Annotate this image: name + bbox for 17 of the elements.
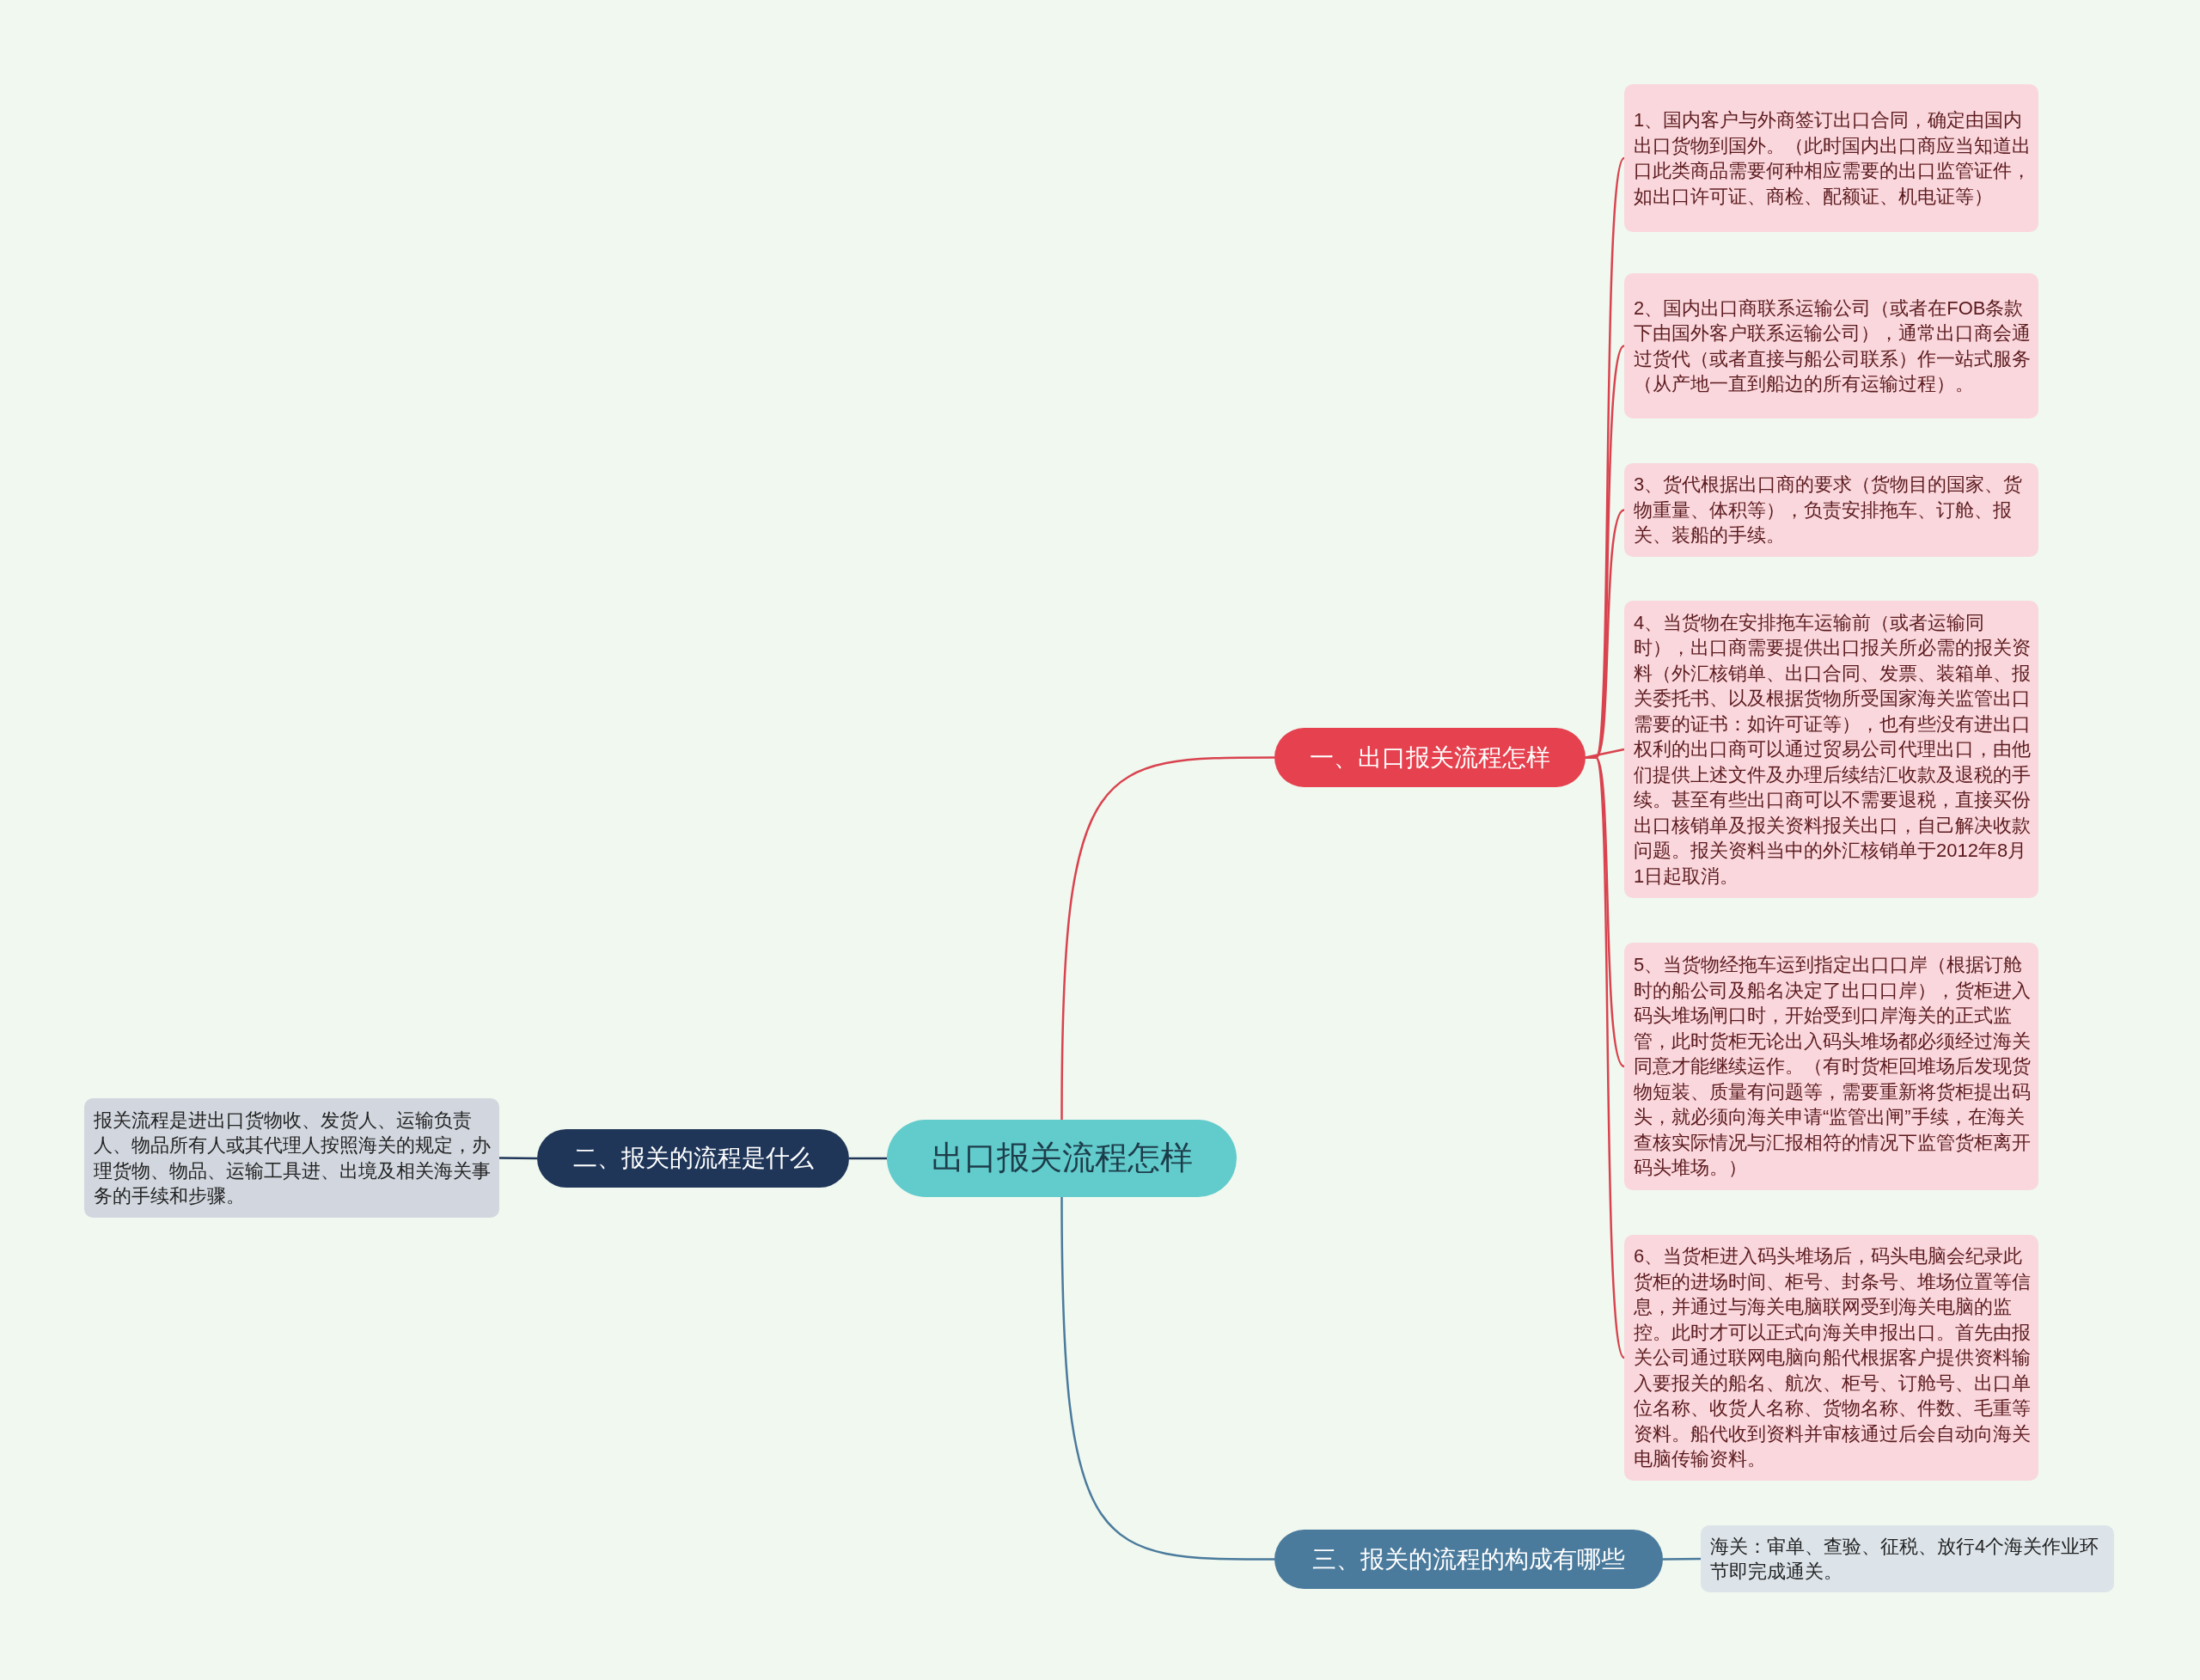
topic-box: 一、出口报关流程怎样 bbox=[1274, 728, 1586, 787]
text-box: 3、货代根据出口商的要求（货物目的国家、货物重量、体积等），负责安排拖车、订舱、报关、装船的手续。 bbox=[1624, 463, 2038, 557]
topic-box: 二、报关的流程是什么 bbox=[537, 1129, 849, 1188]
connector-line bbox=[1060, 1197, 1274, 1561]
connector-line bbox=[1060, 756, 1274, 1120]
text-box: 2、国内出口商联系运输公司（或者在FOB条款下由国外客户联系运输公司），通常出口商会通过货代（或者直接与船公司联系）作一站式服务（从产地一直到船边的所有运输过程）。 bbox=[1624, 273, 2038, 418]
text-box: 1、国内客户与外商签订出口合同，确定由国内出口货物到国外。（此时国内出口商应当知道出口此类商品需要何种相应需要的出口监管证件，如出口许可证、商检、配额证、机电证等） bbox=[1624, 84, 2038, 232]
text-box: 6、当货柜进入码头堆场后，码头电脑会纪录此货柜的进场时间、柜号、封条号、堆场位置等信息，并通过与海关电脑联网受到海关电脑的监控。此时才可以正式向海关申报出口。首先由报关公司通过联网电脑向船代根据客户提供资料输入要报关的船名、航次、柜号、订舱号、出口单位名称、收货人名称、货物名称、件数、毛重等资料。船代收到资料并审核通过后会自动向海关电脑传输资料。 bbox=[1624, 1235, 2038, 1481]
topic-box: 三、报关的流程的构成有哪些 bbox=[1274, 1530, 1663, 1589]
text-box: 海关：审单、查验、征税、放行4个海关作业环节即完成通关。 bbox=[1701, 1525, 2114, 1592]
text-box: 4、当货物在安排拖车运输前（或者运输同时），出口商需要提供出口报关所必需的报关资料（外汇核销单、出口合同、发票、装箱单、报关委托书、以及根据货物所受国家海关监管出口需要的证书：如许可证等），也有些没有进出口权利的出口商可以通过贸易公司代理出口，由他们提供上述文件及办理后续结汇收款及退税的手续。甚至有些出口商可以不需要退税，直接买份出口核销单及报关资料报关出口，自己解决收款问题。报关资料当中的外汇核销单于2012年8月1日起取消。 bbox=[1624, 601, 2038, 898]
central-topic: 出口报关流程怎样 bbox=[887, 1120, 1237, 1197]
connector-line bbox=[499, 1157, 537, 1160]
text-box: 5、当货物经拖车运到指定出口口岸（根据订舱时的船公司及船名决定了出口口岸），货柜进入码头堆场闸口时，开始受到口岸海关的正式监管，此时货柜无论出入码头堆场都必须经过海关同意才能继续运作。（有时货柜回堆场后发现货物短装、质量有问题等，需要重新将货柜提出码头，就必须向海关申请“监管出闸”手续，在海关查核实际情况与汇报相符的情况下监管货柜离开码头堆场。） bbox=[1624, 943, 2038, 1190]
connector-line bbox=[849, 1157, 887, 1160]
text-box: 报关流程是进出口货物收、发货人、运输负责人、物品所有人或其代理人按照海关的规定，办理货物、物品、运输工具进、出境及相关海关事务的手续和步骤。 bbox=[84, 1098, 499, 1218]
connector-line bbox=[1663, 1557, 1701, 1561]
